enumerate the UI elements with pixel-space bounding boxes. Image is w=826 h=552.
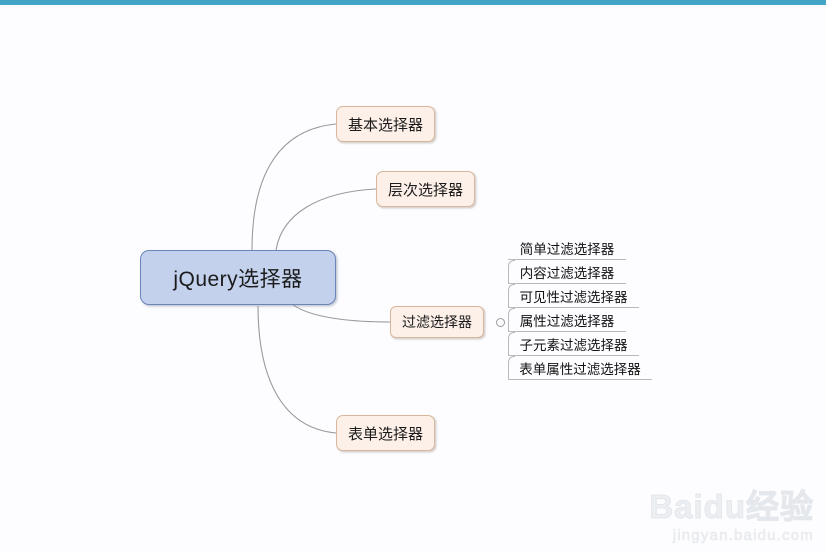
subitem-bracket-icon [508, 356, 515, 380]
branch-node-filter-selector[interactable]: 过滤选择器 [390, 306, 484, 338]
subitem-label-attribute-filter: 属性过滤选择器 [519, 314, 615, 329]
watermark-brand: Baidu经验 [649, 488, 814, 526]
connector-root-to-form [257, 305, 337, 434]
subitem-underline [508, 307, 639, 308]
list-item[interactable]: 简单过滤选择器 [508, 236, 626, 260]
branch-node-basic-selector[interactable]: 基本选择器 [336, 106, 436, 142]
watermark: Baidu经验 jingyan.baidu.com [649, 488, 814, 545]
connector-root-to-hierarchy [275, 188, 377, 251]
list-item[interactable]: 表单属性过滤选择器 [508, 356, 652, 380]
top-accent-bar [0, 0, 826, 5]
root-node-label: jQuery选择器 [173, 267, 303, 291]
connector-root-to-filter [291, 303, 391, 323]
subitem-bracket-icon [508, 332, 515, 356]
subitem-bracket-icon [508, 308, 515, 332]
list-item[interactable]: 子元素过滤选择器 [508, 332, 639, 356]
collapse-toggle-icon[interactable] [496, 318, 505, 327]
subitem-underline [508, 379, 652, 380]
subitem-label-simple-filter: 简单过滤选择器 [519, 242, 615, 257]
subitem-label-content-filter: 内容过滤选择器 [519, 266, 615, 281]
connector-root-to-basic [251, 123, 337, 251]
subitem-underline [508, 331, 626, 332]
list-item[interactable]: 属性过滤选择器 [508, 308, 626, 332]
branch-label-form-selector: 表单选择器 [348, 425, 424, 443]
subitem-label-child-element-filter: 子元素过滤选择器 [519, 338, 628, 353]
branch-node-form-selector[interactable]: 表单选择器 [336, 415, 436, 451]
branch-label-filter-selector: 过滤选择器 [402, 314, 472, 330]
branch-label-basic-selector: 基本选择器 [348, 116, 424, 134]
subitem-bracket-icon [508, 284, 515, 308]
filter-children-list: 简单过滤选择器 内容过滤选择器 可见性过滤选择器 属性过滤选择器 子元素过滤选择… [508, 236, 652, 380]
subitem-label-form-attribute-filter: 表单属性过滤选择器 [519, 362, 641, 377]
subitem-label-visibility-filter: 可见性过滤选择器 [519, 290, 628, 305]
subitem-underline [508, 259, 626, 260]
subitem-bracket-icon [508, 260, 515, 284]
subitem-underline [508, 283, 626, 284]
watermark-url: jingyan.baidu.com [672, 527, 814, 545]
branch-node-hierarchy-selector[interactable]: 层次选择器 [376, 171, 476, 207]
list-item[interactable]: 可见性过滤选择器 [508, 284, 639, 308]
list-item[interactable]: 内容过滤选择器 [508, 260, 626, 284]
root-node[interactable]: jQuery选择器 [140, 250, 336, 305]
branch-label-hierarchy-selector: 层次选择器 [388, 181, 464, 199]
subitem-underline [508, 355, 639, 356]
